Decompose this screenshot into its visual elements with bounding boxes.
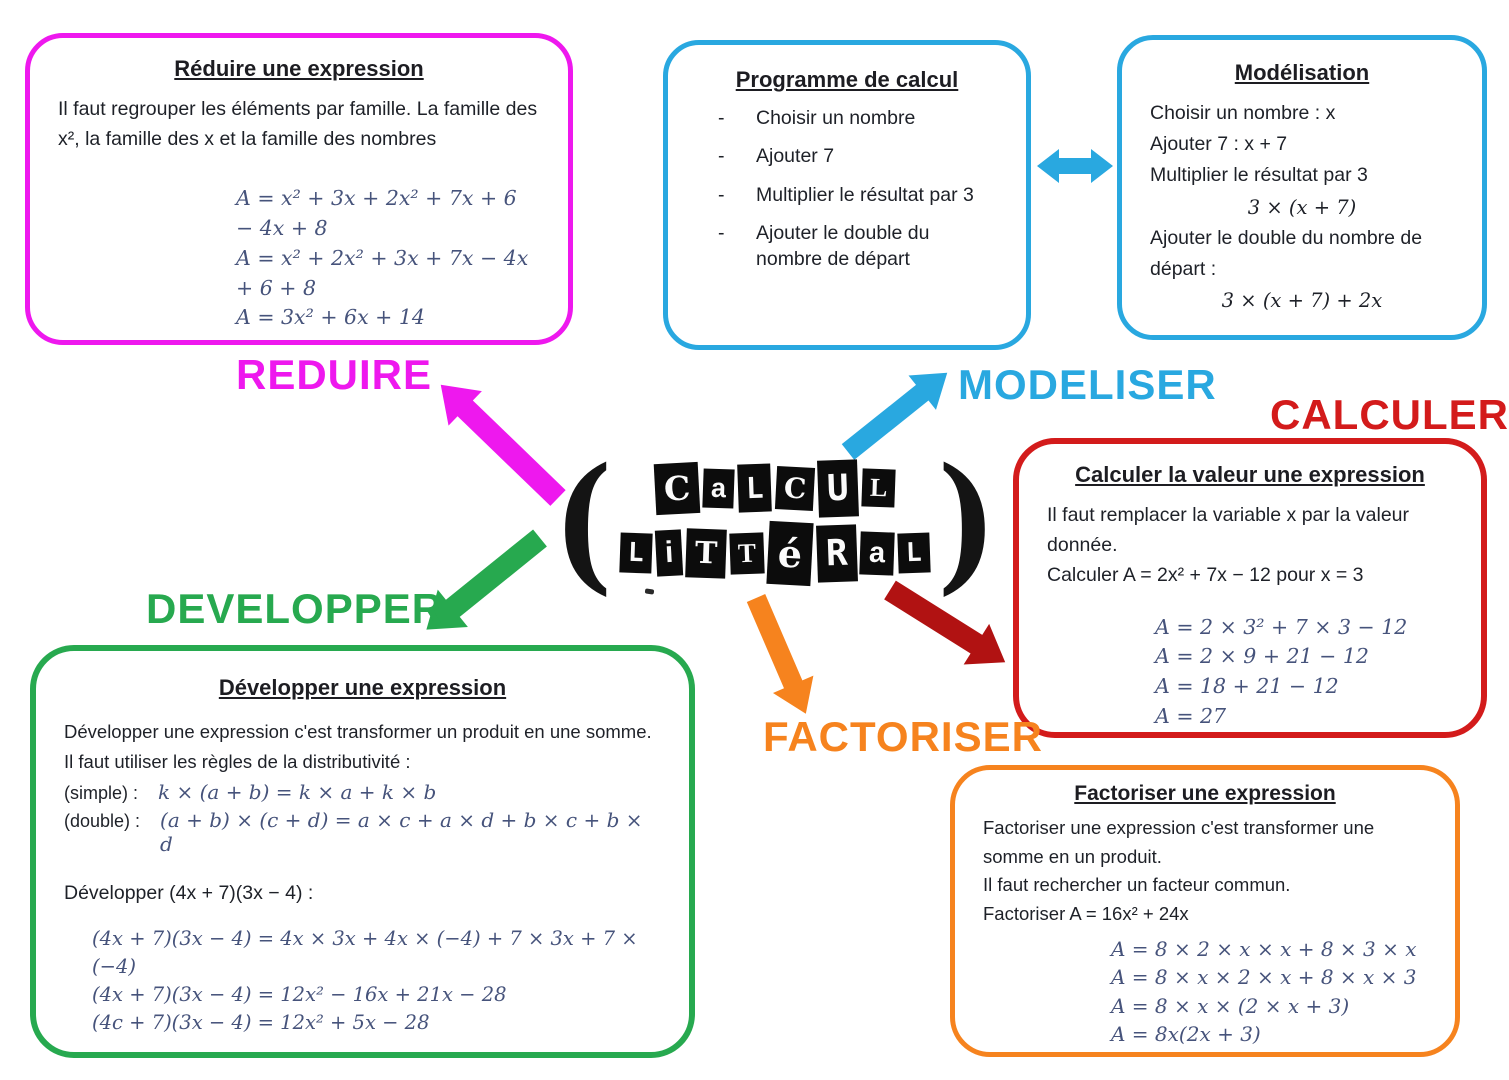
box-modelisation-title: Modélisation [1234, 60, 1370, 85]
ink-speck [644, 588, 655, 595]
distributivity-simple-row: (simple) : k × (a + b) = k × a + k × b [64, 780, 661, 804]
equation-line: A = 27 [1155, 703, 1227, 728]
equation-line: A = 18 + 21 − 12 [1155, 674, 1339, 699]
label-calculer: CALCULER [1270, 391, 1509, 438]
label-developper: DEVELOPPER [146, 585, 444, 632]
logo-words: C a L C U L L i T T é R a L [618, 458, 932, 586]
box-modelisation: Modélisation Choisir un nombre : x Ajout… [1117, 35, 1487, 340]
bullet-dash: - [718, 221, 725, 244]
equation-line: A = 8 × x × 2 × x + 8 × x × 3 [1111, 965, 1417, 990]
equation-line: A = x² + 2x² + 3x + 7x − 4x + 6 + 8 [236, 245, 529, 300]
box-factoriser-equations: A = 8 × 2 × x × x + 8 × 3 × x A = 8 × x … [1111, 935, 1427, 1049]
logo-word-litteral: L i T T é R a L [618, 520, 932, 586]
box-reduire-title: Réduire une expression [174, 56, 424, 81]
list-item-label: Choisir un nombre [756, 107, 916, 129]
box-calculer-body2: Calculer A = 2x² + 7x − 12 pour x = 3 [1047, 564, 1364, 587]
letter-tile: L [619, 532, 653, 574]
letter-tile: L [737, 463, 773, 513]
letter-tile: a [859, 530, 896, 576]
label-modeliser: MODELISER [958, 361, 1217, 408]
developper-example-intro: Développer (4x + 7)(3x − 4) : [64, 882, 314, 905]
simple-formula: k × (a + b) = k × a + k × b [158, 780, 437, 805]
equation-line: A = 3x² + 6x + 14 [236, 305, 425, 330]
box-reduire: Réduire une expression Il faut regrouper… [25, 33, 573, 345]
letter-tile: L [861, 468, 896, 508]
simple-label: (simple) : [64, 783, 139, 804]
box-reduire-body: Il faut regrouper les éléments par famil… [58, 98, 538, 151]
letter-tile: é [766, 520, 815, 586]
box-developper-body1: Développer une expression c'est transfor… [64, 721, 652, 742]
label-factoriser: FACTORISER [763, 713, 1043, 760]
box-developper-body2: Il faut utiliser les règles de la distri… [64, 750, 411, 772]
box-reduire-equations: A = x² + 3x + 2x² + 7x + 6 − 4x + 8 A = … [236, 184, 540, 333]
arrow-to-factoriser [746, 594, 814, 714]
modelisation-formula: 3 × (x + 7) + 2x [1221, 289, 1383, 313]
list-item: - Choisir un nombre [718, 105, 998, 131]
modelisation-line: Ajouter le double du nombre de départ : [1150, 226, 1423, 280]
equation-line: A = 8x(2x + 3) [1111, 1022, 1261, 1047]
box-factoriser: Factoriser une expression Factoriser une… [950, 765, 1460, 1057]
equation-line: A = x² + 3x + 2x² + 7x + 6 − 4x + 8 [236, 186, 517, 241]
box-factoriser-body3: Factoriser A = 16x² + 24x [983, 903, 1189, 925]
distributivity-double-row: (double) : (a + b) × (c + d) = a × c + a… [64, 808, 661, 856]
letter-tile: T [685, 527, 728, 579]
letter-tile: a [702, 467, 735, 509]
bullet-dash: - [718, 107, 725, 129]
box-developper-title: Développer une expression [218, 675, 507, 700]
box-factoriser-body2: Il faut rechercher un facteur commun. [983, 874, 1291, 896]
list-item: - Ajouter le double du nombre de départ [718, 220, 998, 273]
close-paren: ) [937, 435, 997, 609]
equation-line: (4x + 7)(3x − 4) = 4x × 3x + 4x × (−4) +… [92, 926, 638, 978]
letter-tile: R [815, 523, 858, 583]
bullet-dash: - [718, 183, 725, 206]
box-developper-equations: (4x + 7)(3x − 4) = 4x × 3x + 4x × (−4) +… [92, 925, 661, 1038]
modelisation-line: Choisir un nombre : x [1150, 102, 1336, 124]
list-item-label: Ajouter 7 [756, 145, 835, 168]
box-calculer-equations: A = 2 × 3² + 7 × 3 − 12 A = 2 × 9 + 21 −… [1155, 613, 1453, 732]
equation-line: A = 8 × 2 × x × x + 8 × 3 × x [1111, 936, 1417, 961]
box-calculer: Calculer la valeur une expression Il fau… [1013, 438, 1487, 738]
letter-tile: i [654, 529, 684, 577]
equation-line: (4x + 7)(3x − 4) = 12x² − 16x + 21x − 28 [92, 983, 507, 1007]
calcul-litteral-logo: ( C a L C U L L i T T é R a L ) [548, 435, 997, 609]
bullet-dash: - [718, 145, 725, 168]
box-developper: Développer une expression Développer une… [30, 645, 695, 1058]
box-programme-de-calcul: Programme de calcul - Choisir un nombre … [663, 40, 1031, 350]
letter-tile: U [817, 458, 859, 518]
modelisation-line: Multiplier le résultat par 3 [1150, 164, 1368, 187]
modelisation-formula: 3 × (x + 7) [1247, 195, 1357, 219]
logo-word-calcul: C a L C U L [653, 458, 897, 518]
equation-line: A = 2 × 9 + 21 − 12 [1155, 644, 1369, 669]
equation-line: A = 2 × 3² + 7 × 3 − 12 [1155, 614, 1408, 639]
double-label: (double) : [64, 811, 141, 832]
letter-tile: L [897, 532, 931, 574]
list-item: - Ajouter 7 [718, 143, 998, 169]
double-arrow-programme-modelisation [1037, 149, 1113, 183]
equation-line: (4c + 7)(3x − 4) = 12x² + 5x − 28 [92, 1011, 430, 1035]
letter-tile: T [729, 531, 766, 575]
equation-line: A = 8 × x × (2 × x + 3) [1111, 993, 1350, 1018]
box-programme-title: Programme de calcul [735, 67, 959, 92]
list-item: - Multiplier le résultat par 3 [718, 182, 998, 208]
list-item-label: Multiplier le résultat par 3 [756, 183, 974, 206]
list-item-label: Ajouter le double du nombre de départ [756, 221, 930, 271]
box-calculer-title: Calculer la valeur une expression [1075, 462, 1425, 487]
box-calculer-body1: Il faut remplacer la variable x par la v… [1047, 504, 1409, 557]
double-formula: (a + b) × (c + d) = a × c + a × d + b × … [160, 808, 643, 857]
open-paren: ( [553, 435, 613, 609]
box-factoriser-title: Factoriser une expression [1074, 782, 1336, 805]
letter-tile: C [653, 461, 701, 515]
letter-tile: C [774, 465, 816, 511]
label-reduire: REDUIRE [236, 351, 433, 398]
modelisation-line: Ajouter 7 : x + 7 [1150, 133, 1288, 156]
box-factoriser-body1: Factoriser une expression c'est transfor… [983, 817, 1375, 867]
